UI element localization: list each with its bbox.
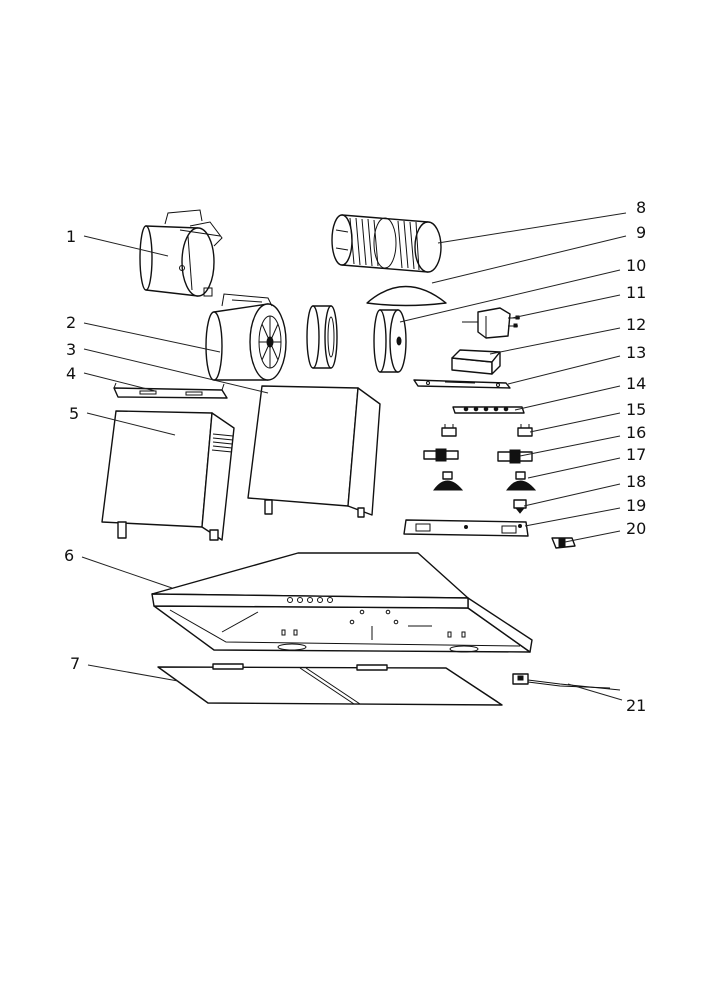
leader-line-1: [83, 235, 169, 257]
part-2-drawing: [205, 293, 287, 381]
leader-line-10: [399, 269, 621, 323]
leader-line-21: [567, 683, 623, 701]
part-20-drawing: [551, 537, 576, 549]
part-7-drawing: [157, 663, 503, 706]
part-17-drawing: [433, 471, 537, 491]
part-15-drawing: [441, 424, 533, 437]
leader-lines: [81, 212, 627, 701]
part-6-drawing: [151, 552, 533, 653]
callout-label-4: 4: [66, 364, 76, 383]
part-13-drawing: [413, 379, 511, 389]
part-10-drawing: [373, 309, 407, 373]
callout-label-16: 16: [626, 423, 646, 442]
leader-line-6: [81, 556, 173, 589]
part-9-drawing: [366, 285, 447, 307]
callout-label-3: 3: [66, 340, 76, 359]
part-21-drawing: [512, 673, 621, 691]
callout-label-19: 19: [626, 496, 646, 515]
leader-line-12: [489, 327, 621, 355]
callout-label-10: 10: [626, 256, 646, 275]
leader-line-4: [83, 372, 156, 392]
part-4-drawing: [113, 382, 228, 399]
leader-line-11: [511, 294, 621, 319]
leader-line-18: [523, 483, 621, 507]
part-1-drawing: [139, 209, 223, 297]
leader-line-20: [564, 530, 621, 543]
part-18-drawing: [513, 499, 527, 514]
leader-line-13: [507, 355, 621, 385]
callout-label-12: 12: [626, 315, 646, 334]
part-14-drawing: [452, 406, 525, 414]
callout-label-18: 18: [626, 472, 646, 491]
part-8-drawing: [331, 214, 442, 273]
callout-label-1: 1: [66, 227, 76, 246]
callout-label-21: 21: [626, 696, 646, 715]
callout-label-9: 9: [636, 223, 646, 242]
callout-label-15: 15: [626, 400, 646, 419]
leader-line-9: [431, 235, 627, 284]
callout-label-5: 5: [69, 404, 79, 423]
callout-labels: 1 2 3 4 5 6 7 8 9 10 11 12 13 14 15 16 1…: [64, 198, 646, 715]
part-16-drawing: [423, 448, 533, 464]
part-3-drawing: [247, 385, 381, 518]
callout-label-20: 20: [626, 519, 646, 538]
leader-line-19: [524, 507, 621, 527]
leader-line-3: [83, 348, 269, 394]
callout-label-13: 13: [626, 343, 646, 362]
callout-label-2: 2: [66, 313, 76, 332]
leader-line-17: [527, 457, 621, 479]
callout-label-6: 6: [64, 546, 74, 565]
leader-line-15: [529, 412, 621, 433]
callout-label-14: 14: [626, 374, 646, 393]
leader-line-14: [514, 385, 621, 411]
part-19-drawing: [403, 519, 529, 537]
part-5-drawing: [101, 410, 235, 541]
part-12-drawing: [451, 349, 501, 375]
leader-line-2: [83, 322, 221, 353]
callout-label-11: 11: [626, 283, 646, 302]
callout-label-7: 7: [70, 654, 80, 673]
leader-line-5: [86, 412, 176, 436]
part-unlabeled-ring: [306, 305, 338, 369]
callout-label-17: 17: [626, 445, 646, 464]
part-11-drawing: [462, 307, 520, 339]
leader-line-16: [519, 435, 621, 457]
leader-line-8: [437, 212, 627, 244]
callout-label-8: 8: [636, 198, 646, 217]
leader-line-7: [87, 664, 179, 682]
